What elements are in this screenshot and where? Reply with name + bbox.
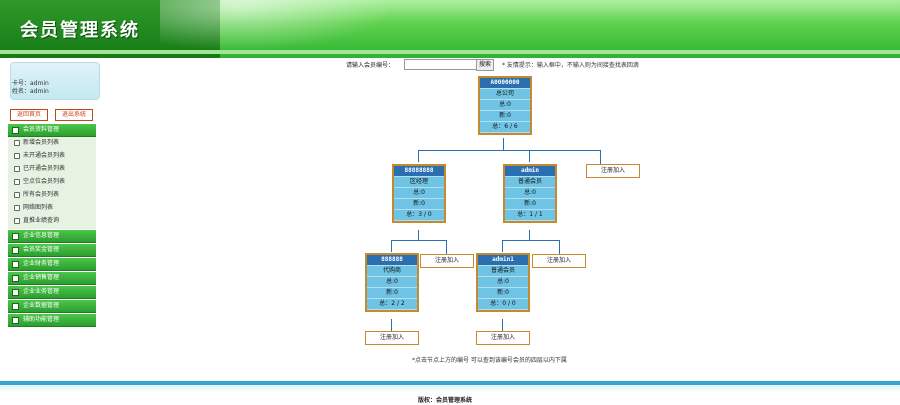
submenu-item-empty-slot-members[interactable]: 空点位会员列表 xyxy=(14,176,94,188)
copyright: 版权：会员管理系统 xyxy=(418,397,473,404)
submenu-item-direct-performance[interactable]: 直推业绩查询 xyxy=(14,215,94,227)
footer-bar-light xyxy=(0,385,900,393)
user-card-number: 卡号：admin xyxy=(12,80,49,87)
bullet-icon xyxy=(14,139,20,146)
node-old: 总:0 xyxy=(480,100,530,111)
member-id-search-input[interactable] xyxy=(404,59,478,70)
square-icon xyxy=(12,232,19,240)
tree-node: admin1 普通会员 总:0 新:0 总：0 / 0 xyxy=(476,253,530,312)
tree-node: A0000000 总公司 总:0 新:0 总：6 / 6 xyxy=(478,76,532,135)
node-old: 总:0 xyxy=(394,188,444,199)
header-highlight xyxy=(160,0,420,58)
node-new: 新:0 xyxy=(480,111,530,122)
tree-connector xyxy=(446,240,447,254)
node-total: 总：1 / 1 xyxy=(505,210,555,221)
square-icon xyxy=(12,274,19,282)
square-icon xyxy=(12,288,19,296)
tree-connector xyxy=(559,240,560,254)
tree-connector xyxy=(418,150,601,151)
home-button[interactable]: 返回首页 xyxy=(10,109,48,121)
tree-connector xyxy=(502,240,503,252)
submenu-item-new-members[interactable]: 新增会员列表 xyxy=(14,137,94,149)
bullet-icon xyxy=(14,204,20,211)
register-button[interactable]: 注册加入 xyxy=(420,254,474,268)
square-icon xyxy=(12,302,19,310)
node-old: 总:0 xyxy=(478,277,528,288)
tree-node: admin 普通会员 总:0 新:0 总：1 / 1 xyxy=(503,164,557,223)
bullet-icon xyxy=(14,178,20,185)
tree-connector xyxy=(600,150,601,164)
menu-group-member-bonus[interactable]: 会员奖金管理 xyxy=(8,244,96,257)
bullet-icon xyxy=(14,217,20,224)
node-name: 普通会员 xyxy=(478,266,528,277)
node-id[interactable]: 88888888 xyxy=(394,166,444,177)
node-id[interactable]: 888888 xyxy=(367,255,417,266)
user-panel xyxy=(10,62,100,100)
node-new: 新:0 xyxy=(478,288,528,299)
tree-connector xyxy=(529,150,530,162)
node-old: 总:0 xyxy=(367,277,417,288)
menu-group-member-data[interactable]: 会员资料管理 xyxy=(8,124,96,137)
tree-connector xyxy=(391,240,446,241)
tree-connector xyxy=(502,319,503,331)
register-button[interactable]: 注册加入 xyxy=(476,331,530,345)
search-label: 请输入会员编号： xyxy=(346,62,395,69)
tree-connector xyxy=(503,138,504,150)
node-id[interactable]: admin xyxy=(505,166,555,177)
node-total: 总：3 / 0 xyxy=(394,210,444,221)
tree-connector xyxy=(529,230,530,240)
node-total: 总：2 / 2 xyxy=(367,299,417,310)
node-old: 总:0 xyxy=(505,188,555,199)
user-name: 姓名：admin xyxy=(12,88,49,95)
node-id[interactable]: A0000000 xyxy=(480,78,530,89)
submenu-item-inactive-members[interactable]: 未开通会员列表 xyxy=(14,150,94,162)
square-icon xyxy=(12,260,19,268)
footer-bar xyxy=(0,381,900,385)
menu-group-company-data[interactable]: 企业数据管理 xyxy=(8,300,96,313)
menu-group-company-sales[interactable]: 企业销售管理 xyxy=(8,272,96,285)
register-button[interactable]: 注册加入 xyxy=(532,254,586,268)
submenu-item-active-members[interactable]: 已开通会员列表 xyxy=(14,163,94,175)
menu-group-auxiliary[interactable]: 辅助功能管理 xyxy=(8,314,96,327)
tree-connector xyxy=(391,240,392,252)
square-icon xyxy=(12,316,19,324)
bullet-icon xyxy=(14,165,20,172)
node-name: 普通会员 xyxy=(505,177,555,188)
square-icon xyxy=(12,126,19,134)
node-new: 新:0 xyxy=(505,199,555,210)
square-icon xyxy=(12,246,19,254)
submenu-panel xyxy=(8,137,96,229)
node-new: 新:0 xyxy=(367,288,417,299)
tree-note: *点击节点上方的编号 可以查到该编号会员的四层以内下属 xyxy=(412,357,567,364)
tree-connector xyxy=(391,319,392,331)
tree-node: 888888 代购商 总:0 新:0 总：2 / 2 xyxy=(365,253,419,312)
node-name: 区经理 xyxy=(394,177,444,188)
tree-node: 88888888 区经理 总:0 新:0 总：3 / 0 xyxy=(392,164,446,223)
node-name: 总公司 xyxy=(480,89,530,100)
header-band xyxy=(0,50,900,54)
node-name: 代购商 xyxy=(367,266,417,277)
register-button[interactable]: 注册加入 xyxy=(586,164,640,178)
bullet-icon xyxy=(14,152,20,159)
search-tip: * 友情提示：输入框中，不输入则为间接查找表回滴 xyxy=(502,62,639,69)
logout-button[interactable]: 退出系统 xyxy=(55,109,93,121)
submenu-item-network-chart[interactable]: 网络图列表 xyxy=(14,202,94,214)
node-total: 总：0 / 0 xyxy=(478,299,528,310)
node-new: 新:0 xyxy=(394,199,444,210)
register-button[interactable]: 注册加入 xyxy=(365,331,419,345)
menu-group-company-finance[interactable]: 企业财务管理 xyxy=(8,258,96,271)
menu-group-company-info[interactable]: 企业信息管理 xyxy=(8,230,96,243)
search-button[interactable]: 搜索 xyxy=(476,59,494,71)
submenu-item-all-members[interactable]: 所有会员列表 xyxy=(14,189,94,201)
tree-connector xyxy=(502,240,559,241)
node-id[interactable]: admin1 xyxy=(478,255,528,266)
app-title: 会员管理系统 xyxy=(20,20,140,41)
bullet-icon xyxy=(14,191,20,198)
tree-connector xyxy=(418,230,419,240)
node-total: 总：6 / 6 xyxy=(480,122,530,133)
menu-group-company-business[interactable]: 企业业务管理 xyxy=(8,286,96,299)
tree-connector xyxy=(418,150,419,162)
